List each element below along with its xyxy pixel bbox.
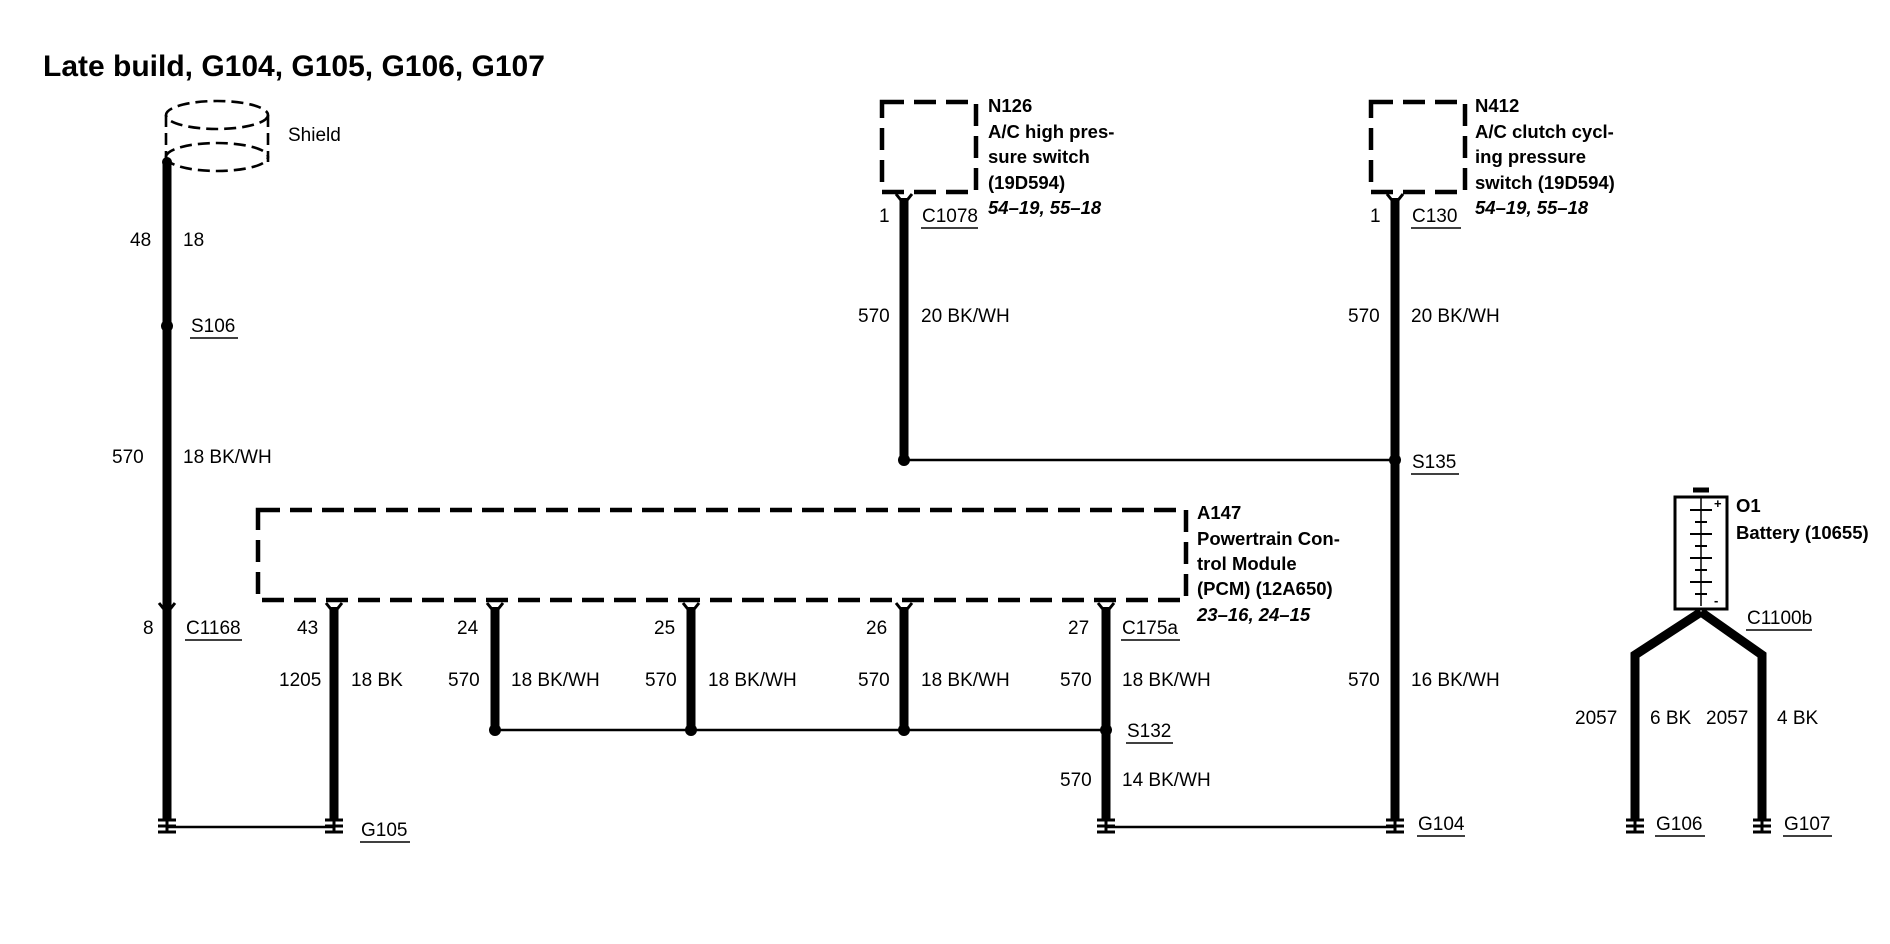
splice-s132-label: S132 xyxy=(1127,721,1171,742)
ground-icon xyxy=(325,816,343,834)
o1-id: O1 xyxy=(1736,495,1761,516)
n412-wire-gauge: 20 BK/WH xyxy=(1411,306,1500,327)
n126-desc-3: (19D594) xyxy=(988,172,1065,193)
ground-g107-label: G107 xyxy=(1784,814,1830,835)
shield-wire-gauge: 18 xyxy=(183,230,204,251)
shield-wire-circuit: 48 xyxy=(130,230,151,251)
n126-desc-1: A/C high pres- xyxy=(988,121,1114,142)
c1168-label: C1168 xyxy=(186,618,241,639)
n412-id: N412 xyxy=(1475,95,1519,116)
pcm-25-gauge: 18 BK/WH xyxy=(708,670,797,691)
diagram-title: Late build, G104, G105, G106, G107 xyxy=(43,50,545,83)
c175a-label: C175a xyxy=(1122,618,1178,639)
pcm-27-circuit: 570 xyxy=(1060,670,1092,691)
pcm-26-gauge: 18 BK/WH xyxy=(921,670,1010,691)
ground-icon xyxy=(1386,816,1404,834)
o1-desc: Battery (10655) xyxy=(1736,522,1869,543)
c1100b-label: C1100b xyxy=(1747,608,1812,629)
ground-g106-label: G106 xyxy=(1656,814,1702,835)
s132-dot-pin26 xyxy=(898,724,910,736)
right-570-gauge: 16 BK/WH xyxy=(1411,670,1500,691)
n412-wire-circuit: 570 xyxy=(1348,306,1380,327)
n412-desc-2: ing pressure xyxy=(1475,146,1586,167)
bat-g106-circuit: 2057 xyxy=(1575,708,1617,729)
bat-g106-gauge: 6 BK xyxy=(1650,708,1692,729)
wire-battery-g106 xyxy=(1630,608,1704,820)
shield-drain-dot xyxy=(162,157,172,167)
splice-s106-label: S106 xyxy=(191,316,235,337)
left-570-gauge: 18 BK/WH xyxy=(183,447,272,468)
c1168-pin: 8 xyxy=(143,618,154,639)
ground-g105-label: G105 xyxy=(361,820,407,841)
n126-component-box xyxy=(879,99,979,195)
a147-ref: 23–16, 24–15 xyxy=(1196,604,1311,625)
s132-dot-pin25 xyxy=(685,724,697,736)
ground-icon xyxy=(1626,816,1644,834)
n412-desc-1: A/C clutch cycl- xyxy=(1475,121,1614,142)
right-570-circuit: 570 xyxy=(1348,670,1380,691)
pcm-pin25-label: 25 xyxy=(654,618,675,639)
n126-desc-2: sure switch xyxy=(988,146,1090,167)
pcm-pin43-label: 43 xyxy=(297,618,318,639)
bat-g107-circuit: 2057 xyxy=(1706,708,1748,729)
splice-s106-dot xyxy=(161,320,173,332)
shield-icon xyxy=(164,99,270,173)
s132-dot-pin24 xyxy=(489,724,501,736)
ground-g104-label: G104 xyxy=(1418,814,1465,835)
n126-id: N126 xyxy=(988,95,1032,116)
c1168-connector-icon xyxy=(157,602,177,616)
ground-icon xyxy=(1097,816,1115,834)
bat-g107-gauge: 4 BK xyxy=(1777,708,1819,729)
pcm-pin27-label: 27 xyxy=(1068,618,1089,639)
splice-s132-dot xyxy=(1100,724,1112,736)
s132-down-gauge: 14 BK/WH xyxy=(1122,770,1211,791)
n412-ref: 54–19, 55–18 xyxy=(1475,197,1589,218)
ground-icon xyxy=(158,816,176,834)
s132-down-circuit: 570 xyxy=(1060,770,1092,791)
n412-component-box xyxy=(1368,99,1468,195)
pcm-26-circuit: 570 xyxy=(858,670,890,691)
a147-desc-3: (PCM) (12A650) xyxy=(1197,578,1333,599)
c1078-label: C1078 xyxy=(922,206,978,227)
pcm-43-gauge: 18 BK xyxy=(351,670,403,691)
battery-icon: + - xyxy=(1673,487,1729,611)
svg-text:+: + xyxy=(1714,496,1722,511)
pcm-pin24-label: 24 xyxy=(457,618,479,639)
pcm-27-gauge: 18 BK/WH xyxy=(1122,670,1211,691)
svg-text:-: - xyxy=(1714,593,1718,608)
a147-desc-2: trol Module xyxy=(1197,553,1297,574)
pcm-24-circuit: 570 xyxy=(448,670,480,691)
pcm-24-gauge: 18 BK/WH xyxy=(511,670,600,691)
wire-battery-g107 xyxy=(1698,608,1767,820)
splice-s135-dot-left xyxy=(898,454,910,466)
a147-id: A147 xyxy=(1197,502,1241,523)
n126-wire-gauge: 20 BK/WH xyxy=(921,306,1010,327)
n126-wire-circuit: 570 xyxy=(858,306,890,327)
n126-ref: 54–19, 55–18 xyxy=(988,197,1102,218)
splice-s135-label: S135 xyxy=(1412,452,1456,473)
pcm-25-circuit: 570 xyxy=(645,670,677,691)
pcm-43-circuit: 1205 xyxy=(279,670,321,691)
n412-desc-3: switch (19D594) xyxy=(1475,172,1615,193)
shield-label: Shield xyxy=(288,125,341,146)
a147-pcm-box xyxy=(255,507,1189,603)
c130-label: C130 xyxy=(1412,206,1457,227)
c130-pin: 1 xyxy=(1370,206,1381,227)
ground-icon xyxy=(1753,816,1771,834)
pcm-pin26-label: 26 xyxy=(866,618,887,639)
a147-desc-1: Powertrain Con- xyxy=(1197,528,1340,549)
splice-s135-dot xyxy=(1389,454,1401,466)
left-570-circuit: 570 xyxy=(112,447,144,468)
c1078-pin: 1 xyxy=(879,206,890,227)
